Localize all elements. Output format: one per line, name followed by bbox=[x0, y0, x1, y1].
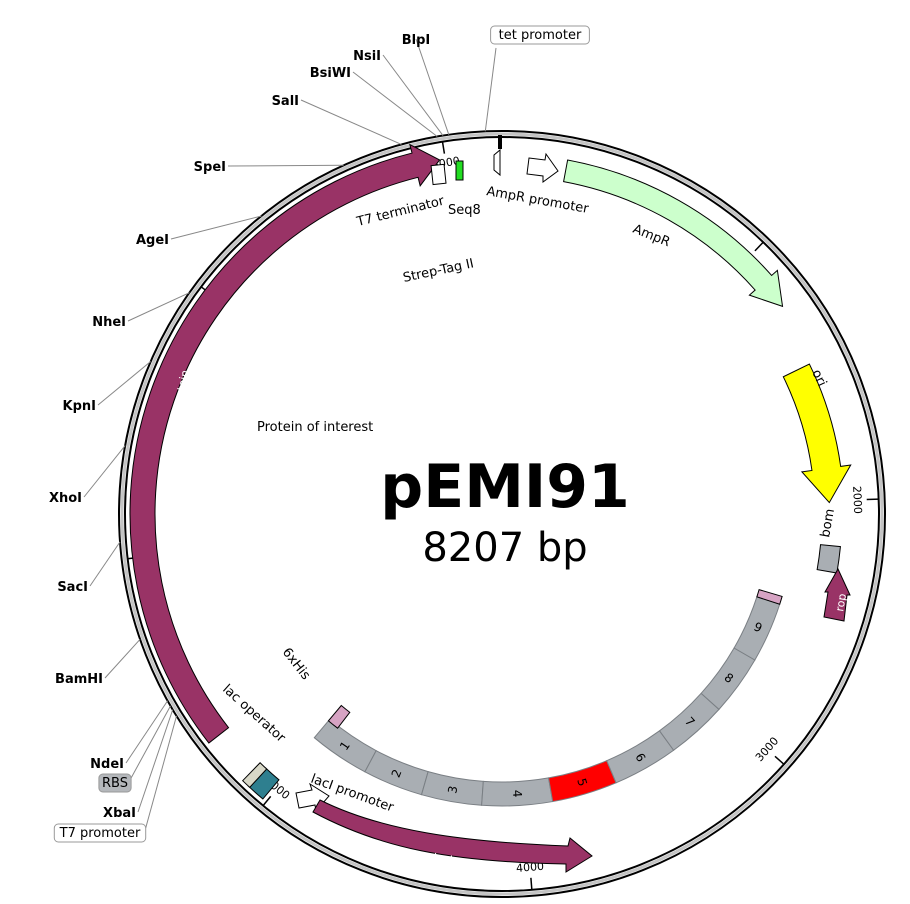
segment-3 bbox=[420, 770, 484, 806]
site-label-ndei: NdeI bbox=[90, 757, 124, 772]
boxed-label-frame bbox=[490, 25, 590, 45]
ampr-promoter-label: AmpR promoter bbox=[485, 184, 590, 217]
tick-label: 2000 bbox=[850, 486, 864, 514]
t7-terminator-label: T7 terminator bbox=[354, 194, 446, 231]
strep-tag-box bbox=[756, 589, 783, 605]
site-label-saci: SacI bbox=[57, 580, 88, 595]
ampr-promoter-arrow bbox=[526, 152, 559, 183]
ampr-label: AmpR bbox=[631, 222, 673, 250]
his-tag-label: 6xHis bbox=[279, 645, 313, 683]
leader-line bbox=[97, 361, 151, 406]
strep-tag-label: Strep-Tag II bbox=[402, 256, 476, 286]
leader-line bbox=[83, 445, 126, 498]
leader-line bbox=[352, 71, 438, 137]
tick-mark bbox=[262, 795, 272, 807]
plasmid-name: pEMI91 bbox=[380, 452, 629, 522]
segment-9 bbox=[733, 596, 781, 661]
site-label-nhei: NheI bbox=[92, 315, 126, 330]
bom-box bbox=[816, 544, 841, 574]
leader-line bbox=[300, 99, 402, 145]
tick-label: 3000 bbox=[753, 735, 781, 765]
site-label-agei: AgeI bbox=[136, 233, 169, 248]
his-tag-box bbox=[327, 704, 351, 729]
segment-2 bbox=[364, 749, 429, 796]
t7-terminator-box bbox=[430, 163, 447, 186]
bom-label: bom bbox=[818, 508, 838, 539]
backbone-shade bbox=[120, 132, 884, 896]
tick-mark bbox=[441, 141, 446, 154]
leader-line bbox=[145, 715, 178, 829]
site-label-sali: SalI bbox=[272, 94, 299, 109]
leader-line bbox=[104, 638, 141, 679]
ampr-arrow bbox=[563, 159, 784, 308]
lac-operator-label: lac operator bbox=[219, 682, 288, 746]
leader-line bbox=[382, 54, 444, 136]
boxed-label-frame bbox=[98, 773, 132, 793]
boxed-label-frame bbox=[53, 823, 147, 843]
site-label-bamhi: BamHI bbox=[55, 672, 103, 687]
leader-line bbox=[484, 47, 497, 132]
site-label-xbai: XbaI bbox=[103, 806, 136, 821]
tet-small-feature bbox=[493, 148, 501, 177]
polyprotein-arrow bbox=[129, 143, 441, 744]
site-label-kpni: KpnI bbox=[63, 399, 96, 414]
leader-line bbox=[137, 709, 174, 813]
leader-line bbox=[125, 700, 169, 764]
seq8-box bbox=[455, 160, 464, 181]
segment-7 bbox=[658, 692, 720, 751]
leader-line bbox=[170, 215, 262, 240]
segment-label: 5 bbox=[574, 777, 590, 788]
segment-6 bbox=[606, 730, 675, 784]
leader-line bbox=[89, 541, 121, 587]
leader-line bbox=[227, 164, 344, 167]
site-label-spei: SpeI bbox=[194, 160, 226, 175]
tick-mark bbox=[754, 241, 764, 252]
laci-arrow bbox=[312, 799, 593, 873]
laci-label: lacI bbox=[433, 851, 454, 867]
leader-line bbox=[130, 705, 171, 779]
ori-arrow bbox=[782, 363, 852, 504]
leader-line bbox=[415, 38, 450, 135]
rop-label: rop bbox=[833, 593, 849, 613]
segment-label: 4 bbox=[510, 789, 524, 797]
xbai-marker bbox=[241, 762, 268, 789]
protein-of-interest-label: Protein of interest bbox=[257, 420, 373, 435]
rop-arrow bbox=[823, 567, 851, 622]
segment-5 bbox=[547, 760, 617, 803]
site-label-nsii: NsiI bbox=[353, 49, 381, 64]
site-label-xhoi: XhoI bbox=[49, 491, 82, 506]
backbone-outer-strand bbox=[118, 130, 886, 898]
site-label-bsiwi: BsiWI bbox=[310, 66, 351, 81]
seq8-label: Seq8 bbox=[448, 203, 481, 218]
ori-label: ori bbox=[808, 367, 829, 389]
site-label-blpi: BlpI bbox=[402, 33, 431, 48]
segment-8 bbox=[700, 647, 756, 711]
leader-line bbox=[127, 292, 190, 322]
segment-label: 3 bbox=[445, 785, 460, 795]
tick-mark bbox=[774, 755, 785, 765]
tick-mark bbox=[530, 877, 533, 890]
tet-promoter-marker bbox=[498, 135, 502, 149]
boxed-label: T7 promoter bbox=[59, 826, 141, 841]
boxed-label: RBS bbox=[102, 776, 128, 791]
segment-4 bbox=[481, 777, 554, 807]
plasmid-size: 8207 bp bbox=[422, 525, 587, 571]
boxed-label: tet promoter bbox=[499, 28, 582, 43]
